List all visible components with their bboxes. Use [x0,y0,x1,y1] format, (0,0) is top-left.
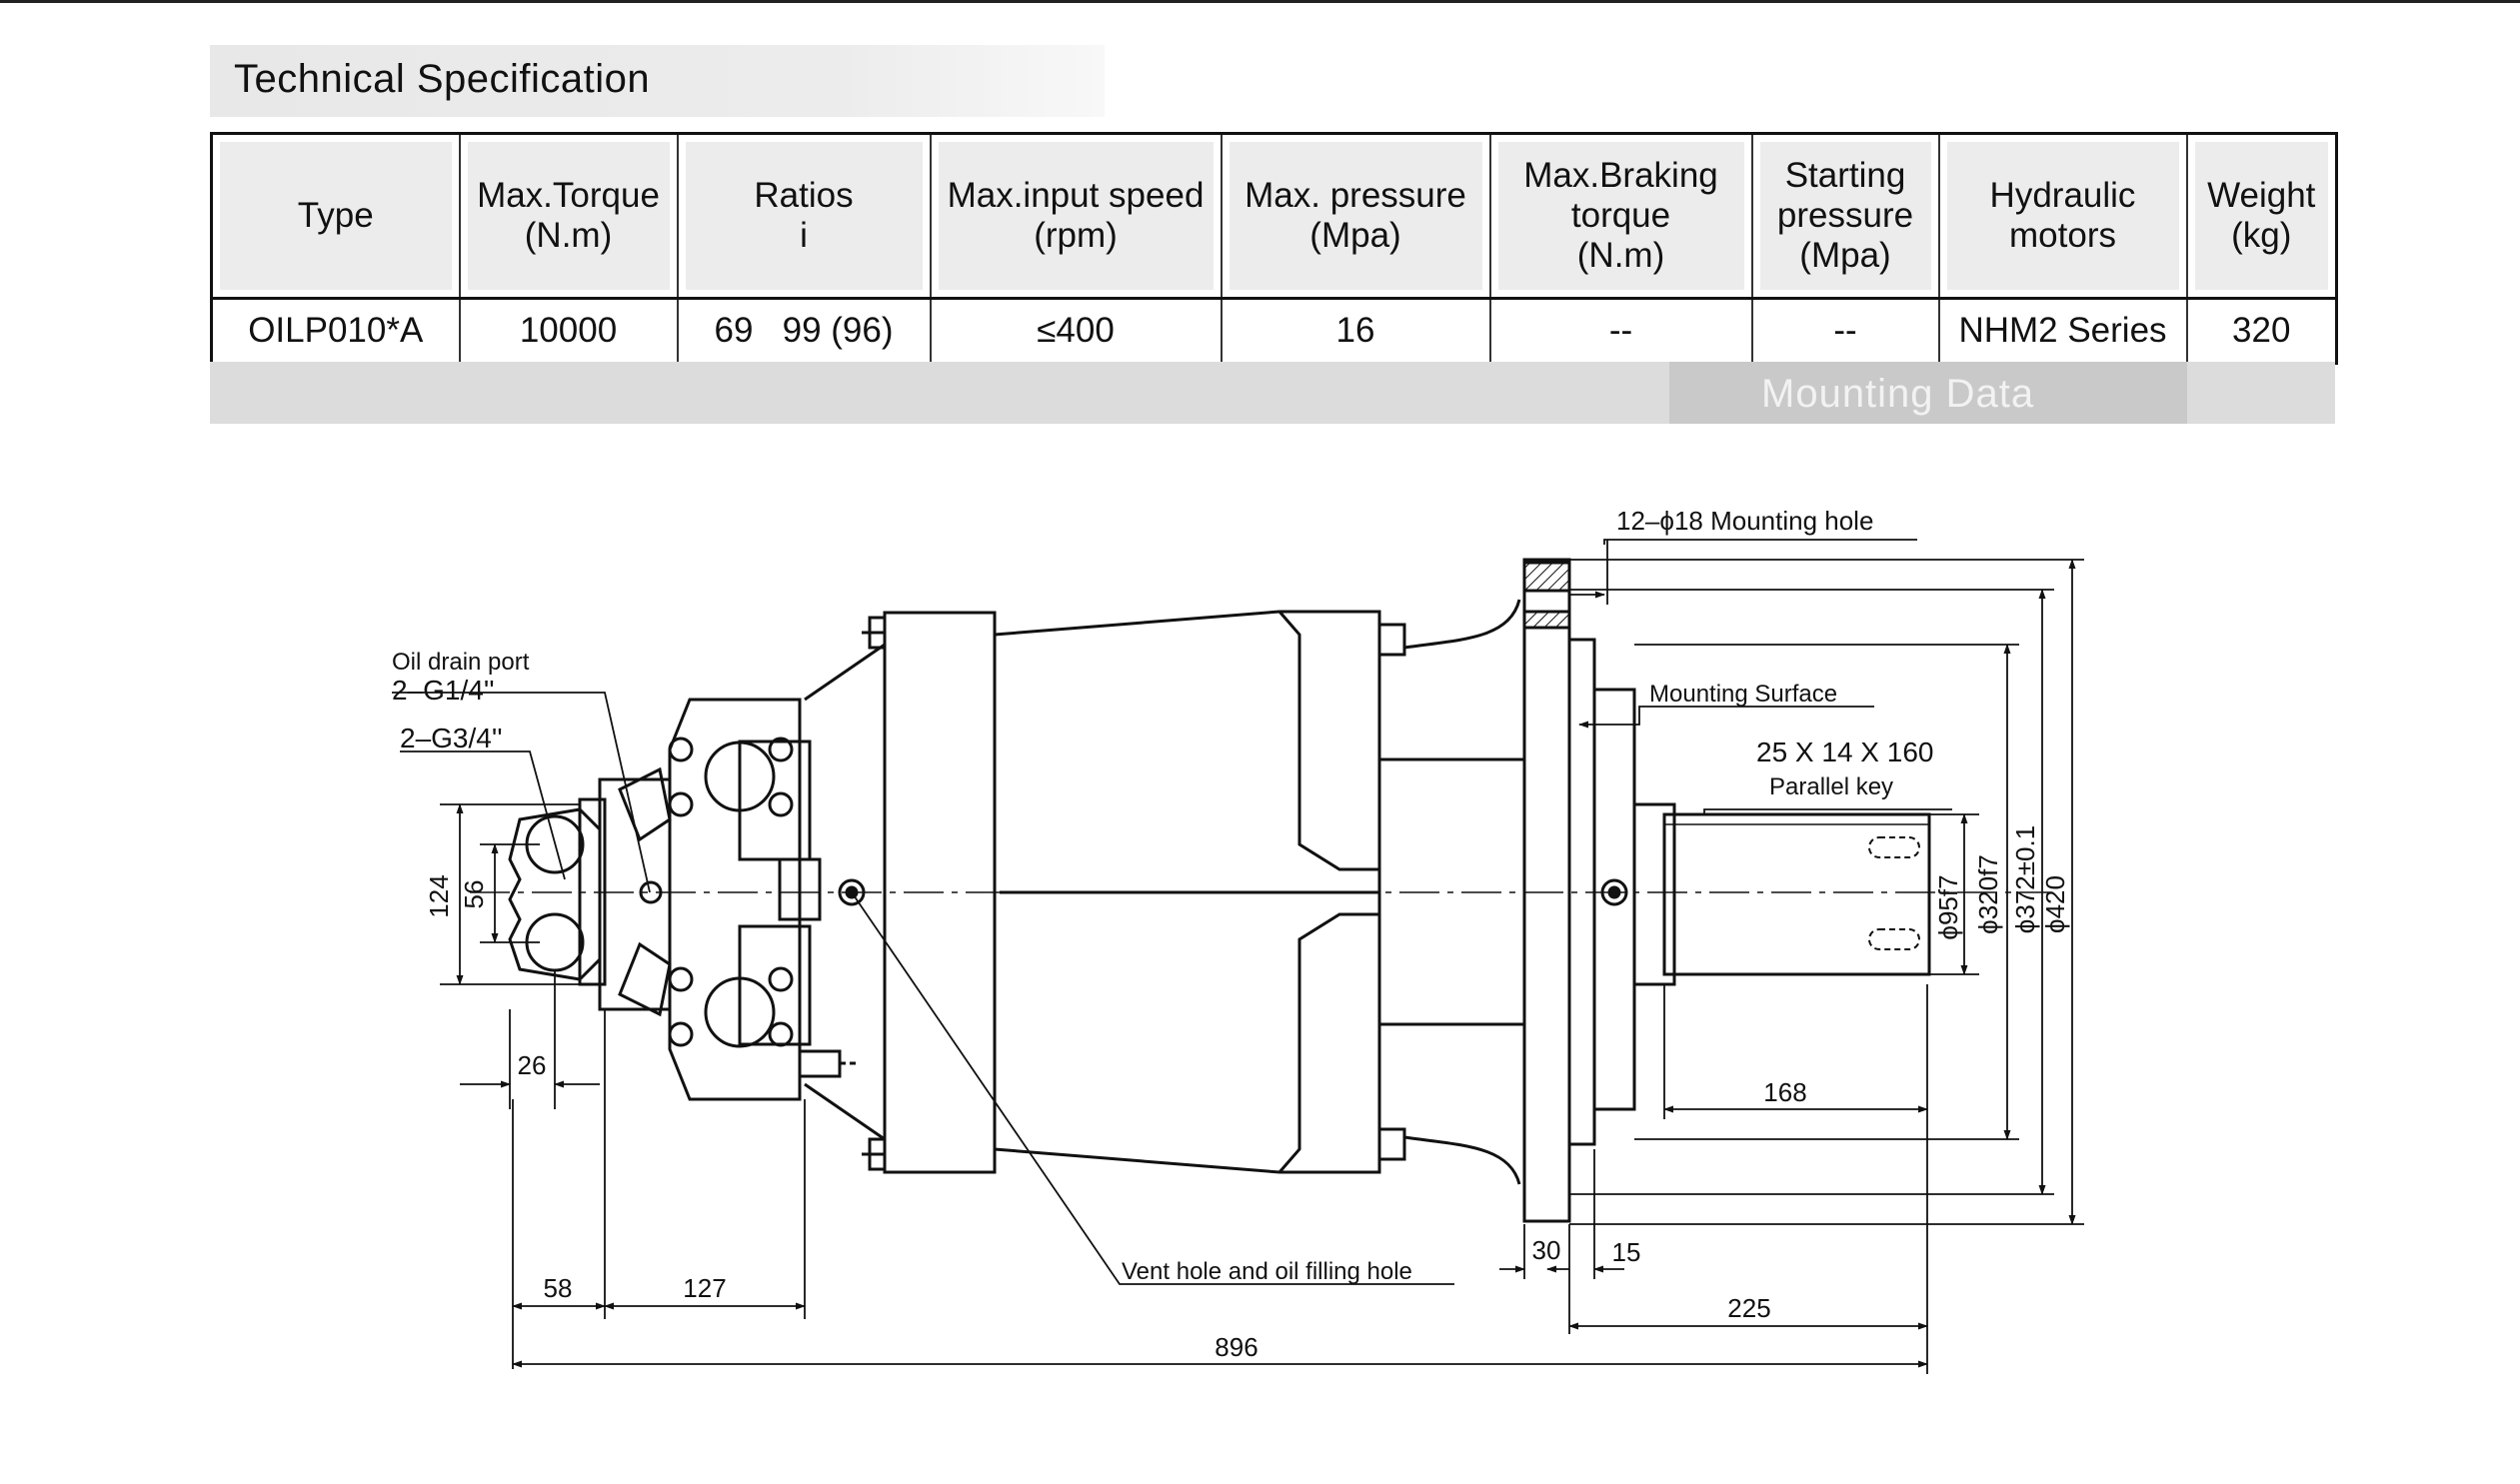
dim-225: 225 [1727,1293,1770,1323]
callout-g34: 2–G3/4'' [400,723,503,753]
dim-15: 15 [1612,1237,1641,1267]
dimension-lines [392,539,2084,1374]
dim-168: 168 [1763,1077,1806,1107]
dim-124: 124 [424,874,454,917]
mounting-data-bar: Mounting Data [210,362,2335,424]
cell-hydraulic-motors: NHM2 Series [1938,297,2188,364]
mounting-flange [1522,558,1676,1223]
mounting-data-label: Mounting Data [1761,372,2035,416]
cell-max-torque: 10000 [459,297,679,364]
dim-26: 26 [518,1050,547,1080]
dim-127: 127 [683,1273,726,1303]
callout-oil-drain-2: 2–G1/4'' [392,675,495,706]
cell-max-braking-torque: -- [1489,297,1753,364]
dim-30: 30 [1532,1235,1561,1265]
dim-d420: ϕ420 [2040,875,2070,933]
cell-type: OILP010*A [211,297,461,364]
dim-d320: ϕ320f7 [1973,854,2003,934]
dim-d372: ϕ372±0.1 [2010,825,2040,933]
cell-weight: 320 [2186,297,2337,364]
callout-key-name: Parallel key [1769,773,1893,800]
title-bar: Technical Specification [210,45,1105,117]
dim-58: 58 [544,1273,573,1303]
cell-max-pressure: 16 [1221,297,1491,364]
callout-mounting-hole: 12–ϕ18 Mounting hole [1616,506,1873,536]
dim-896: 896 [1215,1332,1258,1362]
top-border-line [0,0,2520,3]
callout-mounting-surface: Mounting Surface [1649,681,1837,708]
header-type: Type [211,133,461,299]
cell-ratios: 69 99 (96) [677,297,932,364]
header-max-input-speed: Max.input speed(rpm) [930,133,1223,299]
gearbox-housing [804,610,1406,1174]
connecting-sleeve [1379,599,1524,1185]
cell-max-input-speed: ≤400 [930,297,1223,364]
table-row: OILP010*A 10000 69 99 (96) ≤400 16 -- --… [211,297,2337,364]
header-max-pressure: Max. pressure(Mpa) [1221,133,1491,299]
cell-starting-pressure: -- [1751,297,1940,364]
header-weight: Weight(kg) [2186,133,2337,299]
callout-oil-drain-1: Oil drain port [392,649,530,676]
hydraulic-motor [598,698,860,1101]
page-title: Technical Specification [234,57,651,101]
dim-56: 56 [459,880,489,909]
output-shaft [1662,812,1931,976]
header-max-torque: Max.Torque(N.m) [459,133,679,299]
dim-d95: ϕ95f7 [1933,874,1963,939]
mounting-data-segment [1669,362,2187,424]
callout-key-size: 25 X 14 X 160 [1756,737,1933,767]
callout-vent-hole: Vent hole and oil filling hole [1122,1258,1412,1285]
